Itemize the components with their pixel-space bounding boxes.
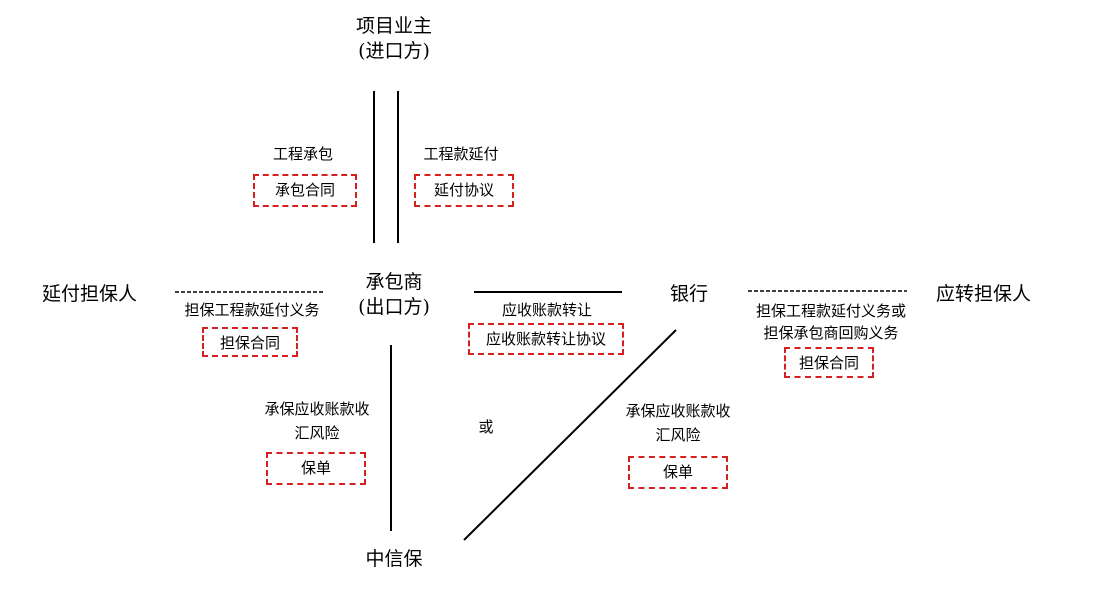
node-bank: 银行 — [670, 283, 709, 305]
label-guarantee-deferred-obligation: 担保工程款延付义务 — [184, 301, 320, 319]
doc-policy-right: 保单 — [628, 456, 728, 489]
underwrite-risk-left-line1: 承保应收账款收 — [264, 400, 370, 418]
label-receivables-transfer: 应收账款转让 — [501, 301, 593, 319]
doc-deferred-agreement: 延付协议 — [414, 174, 514, 207]
node-deferred-guarantor: 延付担保人 — [42, 283, 138, 305]
label-guarantee-obligation-or-buyback: 担保工程款延付义务或 担保承包商回购义务 — [756, 300, 906, 344]
doc-guarantee-contract-right: 担保合同 — [784, 347, 874, 378]
guarantee-obligation-line2: 担保承包商回购义务 — [763, 324, 899, 342]
contractor-title: 承包商 — [365, 271, 423, 293]
project-owner-title: 项目业主 — [355, 15, 433, 37]
label-engineering-contracting: 工程承包 — [272, 145, 334, 163]
contractor-subtitle: (出口方) — [358, 296, 430, 318]
underwrite-risk-left-line2: 汇风险 — [294, 424, 340, 442]
node-sinosure: 中信保 — [365, 548, 423, 570]
doc-contracting-contract: 承包合同 — [253, 174, 357, 207]
guarantee-obligation-line1: 担保工程款延付义务或 — [755, 302, 907, 320]
label-underwrite-risk-right: 承保应收账款收 汇风险 — [625, 399, 730, 447]
label-or: 或 — [478, 418, 494, 436]
node-transfer-guarantor: 应转担保人 — [936, 283, 1032, 305]
label-deferred-payment: 工程款延付 — [423, 145, 499, 163]
project-owner-subtitle: (进口方) — [358, 40, 430, 62]
doc-guarantee-contract-left: 担保合同 — [202, 327, 298, 357]
underwrite-risk-right-line1: 承保应收账款收 — [625, 402, 731, 420]
doc-policy-left: 保单 — [266, 452, 366, 485]
node-contractor: 承包商 (出口方) — [358, 270, 430, 320]
underwrite-risk-right-line2: 汇风险 — [655, 426, 701, 444]
doc-receivables-transfer-agreement: 应收账款转让协议 — [468, 323, 624, 355]
node-project-owner: 项目业主 (进口方) — [356, 14, 432, 64]
label-underwrite-risk-left: 承保应收账款收 汇风险 — [264, 397, 369, 445]
bank-sinosure-line — [463, 329, 677, 541]
